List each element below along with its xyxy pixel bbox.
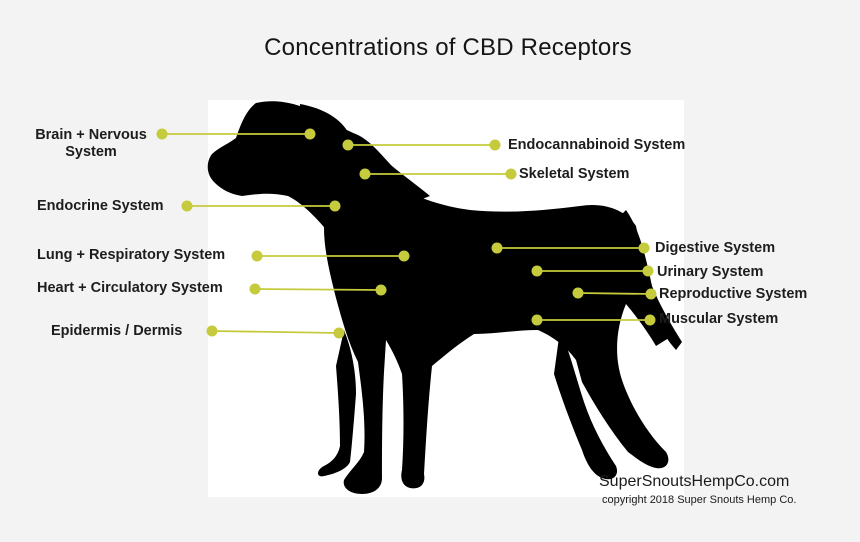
- dot-endocannabinoid-label: [489, 139, 501, 151]
- dot-brain: [304, 128, 316, 140]
- label-endocannabinoid: Endocannabinoid System: [508, 137, 686, 153]
- line-heart: [254, 288, 382, 291]
- dot-endocrine: [329, 200, 341, 212]
- dog-hind-leg: [554, 330, 618, 480]
- receptor-dots: [156, 128, 657, 339]
- label-epidermis: Epidermis / Dermis: [51, 323, 183, 339]
- label-urinary: Urinary System: [657, 264, 764, 280]
- dot-muscular-label: [644, 314, 656, 326]
- dot-digestive: [491, 242, 503, 254]
- label-reproductive: Reproductive System: [659, 286, 808, 302]
- dot-skeletal-label: [505, 168, 517, 180]
- dot-lung: [398, 250, 410, 262]
- dot-digestive-label: [638, 242, 650, 254]
- dog-silhouette: [207, 101, 682, 494]
- label-heart: Heart + Circulatory System: [37, 280, 223, 296]
- leader-lines: [162, 133, 652, 334]
- label-muscular: Muscular System: [659, 311, 779, 327]
- line-epidermis: [211, 330, 340, 334]
- dot-urinary: [531, 265, 543, 277]
- dot-endocrine-label: [181, 200, 193, 212]
- dot-brain-label: [156, 128, 168, 140]
- label-skeletal: Skeletal System: [519, 166, 630, 182]
- dot-muscular: [531, 314, 543, 326]
- label-lung: Lung + Respiratory System: [37, 247, 226, 263]
- dog-body: [322, 136, 672, 494]
- line-reproductive: [577, 292, 652, 295]
- dot-endocannabinoid: [342, 139, 354, 151]
- page-title: Concentrations of CBD Receptors: [264, 34, 632, 61]
- dot-heart-label: [249, 283, 261, 295]
- dot-epidermis: [333, 327, 345, 339]
- dot-reproductive-label: [645, 288, 657, 300]
- dot-reproductive: [572, 287, 584, 299]
- label-brain-nervous: Brain + Nervous System: [35, 127, 147, 160]
- dog-tail: [620, 210, 682, 350]
- label-endocrine: Endocrine System: [37, 198, 164, 214]
- website-url: SuperSnoutsHempCo.com: [599, 473, 790, 490]
- dot-urinary-label: [642, 265, 654, 277]
- dog-front-leg: [318, 330, 356, 477]
- dot-epidermis-label: [206, 325, 218, 337]
- copyright-text: copyright 2018 Super Snouts Hemp Co.: [602, 494, 797, 506]
- dot-skeletal: [359, 168, 371, 180]
- dot-heart: [375, 284, 387, 296]
- dot-lung-label: [251, 250, 263, 262]
- label-digestive: Digestive System: [655, 240, 776, 256]
